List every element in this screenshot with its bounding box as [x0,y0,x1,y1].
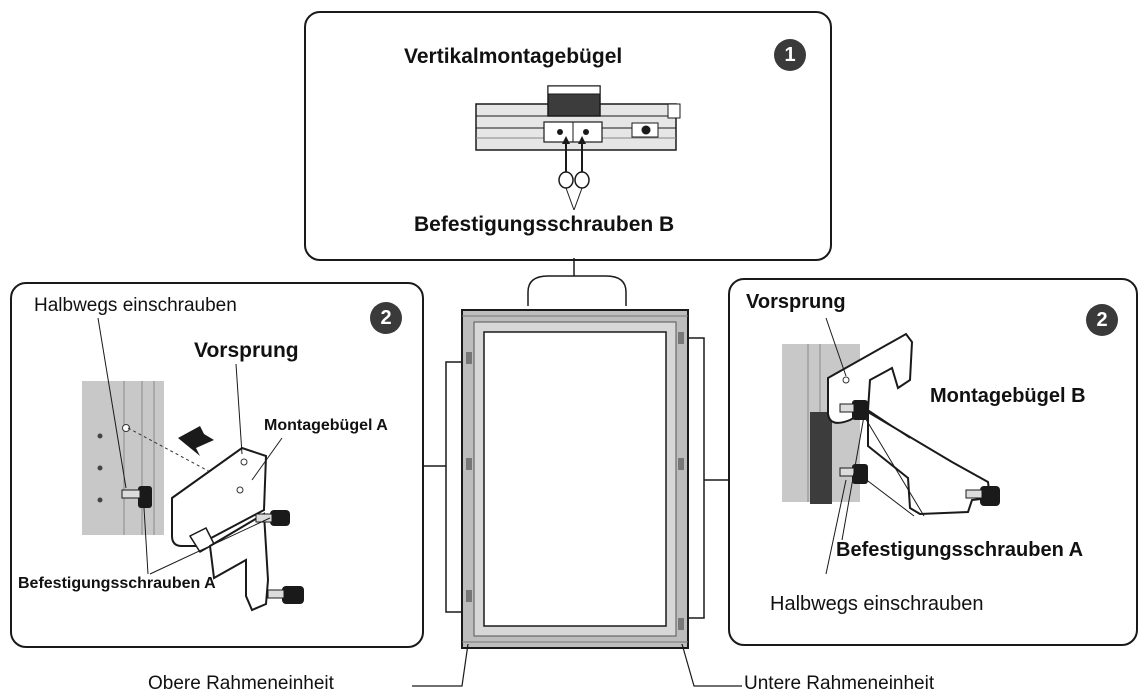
top-panel [304,11,832,261]
connector-top-to-frame [527,258,627,306]
frame-label-leaders [412,643,742,687]
screws-a-label-left: Befestigungsschrauben A [18,575,216,592]
screws-a-label-right: Befestigungsschrauben A [836,539,1084,561]
half-screw-label-right: Halbwegs einschrauben [770,593,984,615]
step-badge-top: 1 [774,39,806,71]
upper-frame-unit-label: Obere Rahmeneinheit [148,673,334,694]
bracket-a-label: Montagebügel A [264,417,388,434]
connector-frame-to-side-panels [424,337,728,619]
vertical-bracket-illustration [475,85,681,211]
frame-unit [461,309,689,649]
vertical-bracket-label: Vertikalmontagebügel [404,45,623,68]
projection-label-right: Vorsprung [746,291,846,313]
bracket-b-label: Montagebügel B [930,385,1086,407]
step-badge-right: 2 [1086,304,1118,336]
lower-frame-unit-label: Untere Rahmeneinheit [744,673,935,694]
projection-label-left: Vorsprung [194,339,299,362]
half-screw-label-left: Halbwegs einschrauben [34,295,237,316]
right-panel [728,278,1138,646]
bracket-a-illustration [82,317,304,612]
screws-b-label: Befestigungsschrauben B [414,213,675,236]
bracket-b-illustration [782,317,1000,575]
step-badge-left: 2 [370,302,402,334]
left-panel [10,282,424,648]
